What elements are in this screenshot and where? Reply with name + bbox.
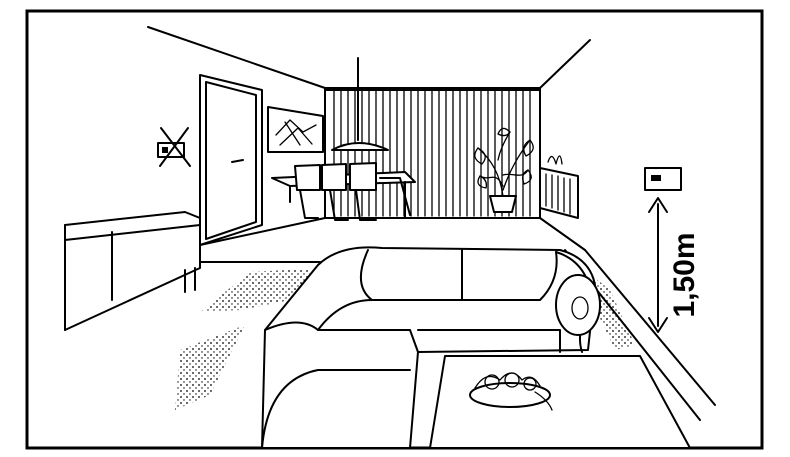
sideboard [64, 211, 201, 331]
wall-picture [267, 106, 324, 153]
coffee-table [429, 355, 691, 449]
height-measurement-label: 1,50m [668, 232, 701, 317]
sofa [261, 246, 601, 449]
crossed-out-thermostat-icon [157, 127, 191, 167]
height-dimension-arrow [648, 197, 668, 333]
thermostat-icon [644, 167, 682, 191]
room-walls [64, 26, 716, 421]
radiator [539, 155, 579, 219]
dining-set [271, 162, 416, 221]
plant [474, 127, 534, 213]
door [199, 74, 263, 246]
pendant-lamp [331, 57, 389, 151]
